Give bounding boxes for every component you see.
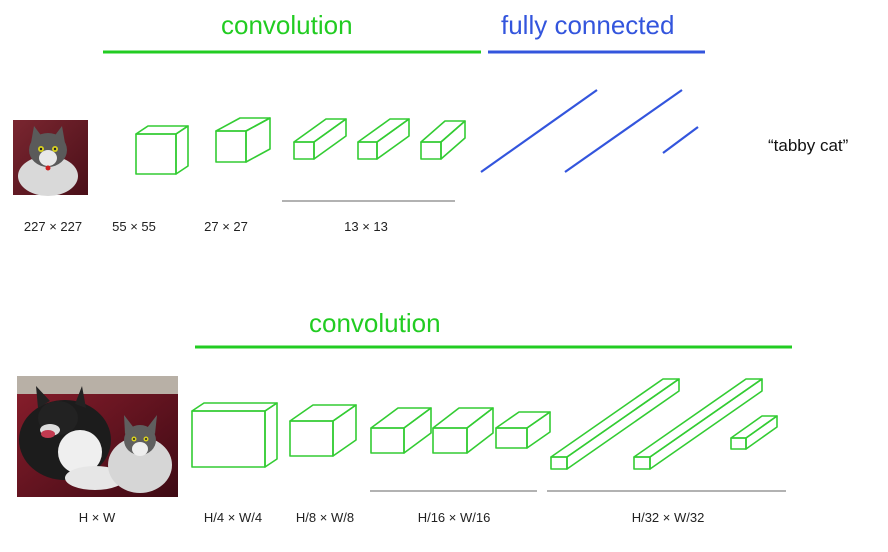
- conv-volume-h16-b: [432, 407, 494, 454]
- dim-label-h4: H/4 × W/4: [203, 510, 263, 525]
- dim-label-13: 13 × 13: [344, 219, 388, 234]
- dim-label-27: 27 × 27: [204, 219, 248, 234]
- conv-volume-h8: [289, 404, 357, 457]
- dim-label-227: 227 × 227: [23, 219, 83, 234]
- output-label: “tabby cat”: [768, 136, 849, 155]
- conv-volume-55: [135, 125, 189, 175]
- conv-volume-13-a: [293, 118, 347, 160]
- conv-volume-h16-a: [370, 407, 432, 454]
- dog-cat-image-bottom: [17, 376, 178, 497]
- conv-volume-h32-c: [730, 415, 778, 450]
- convolution-title-top: convolution: [221, 10, 353, 40]
- conv-volume-13-c: [420, 120, 466, 160]
- dim-label-55: 55 × 55: [112, 219, 156, 234]
- conv-volume-h32-b: [633, 378, 763, 470]
- dim-label-h8: H/8 × W/8: [295, 510, 355, 525]
- fully-connected-title: fully connected: [501, 10, 675, 40]
- conv-volume-h32-a: [550, 378, 680, 470]
- cat-image-top: [13, 120, 88, 196]
- fc-line-1: [480, 89, 598, 173]
- conv-volume-h16-c: [495, 411, 551, 449]
- fc-line-2: [564, 89, 683, 173]
- dim-label-h32: H/32 × W/32: [631, 510, 705, 525]
- convolution-title-bottom: convolution: [309, 308, 441, 338]
- fc-line-3: [662, 126, 699, 154]
- conv-volume-13-b: [357, 118, 410, 160]
- conv-volume-27: [215, 117, 271, 163]
- dim-label-h16: H/16 × W/16: [417, 510, 491, 525]
- conv-volume-h4: [191, 402, 278, 468]
- dim-label-hw: H × W: [78, 510, 116, 525]
